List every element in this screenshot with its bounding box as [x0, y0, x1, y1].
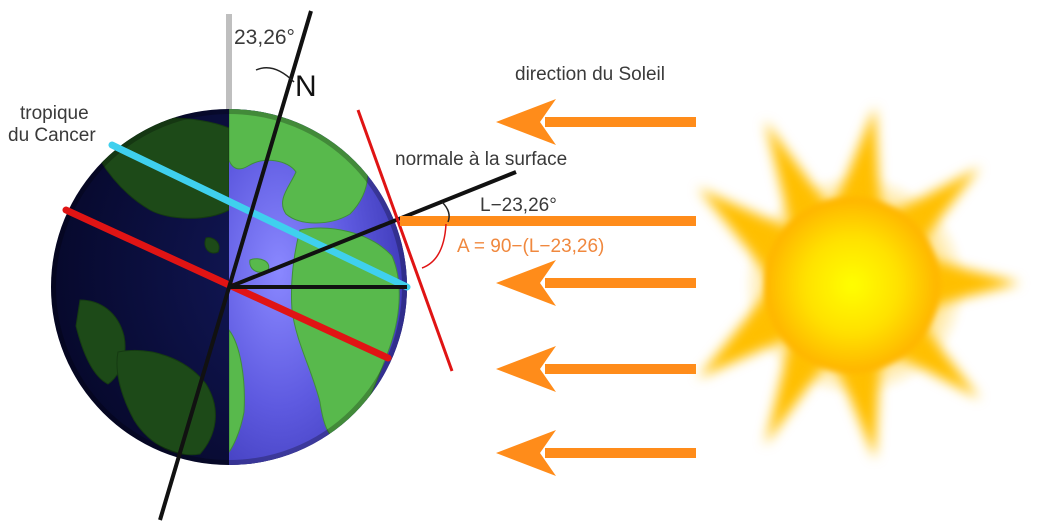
tilt-angle-label: 23,26° — [234, 26, 295, 49]
left-arrow-icon — [496, 430, 696, 476]
equator-line — [62, 206, 392, 362]
left-arrow-icon — [496, 260, 696, 306]
surface-normal-label: normale à la surface — [395, 149, 567, 170]
angle-l-label: L−23,26° — [480, 195, 557, 216]
earth-rotation-axis — [158, 10, 313, 521]
left-arrow-icon — [496, 346, 696, 392]
angle-a-arc — [421, 223, 447, 269]
horizon-tangent-line — [356, 109, 454, 372]
angle-l-arc — [441, 201, 450, 223]
tropic-label-line-1: tropique — [20, 103, 89, 124]
sun-icon — [698, 107, 1020, 459]
tropic-label-line-2: du Cancer — [8, 125, 96, 146]
sun-ray-arrows — [496, 99, 696, 476]
north-label: N — [295, 70, 317, 103]
surface-normal-line — [228, 170, 517, 289]
left-arrow-icon — [496, 99, 696, 145]
tilt-angle-arc — [255, 67, 295, 83]
sun-direction-label: direction du Soleil — [515, 64, 665, 85]
angle-a-label: A = 90−(L−23,26) — [457, 236, 604, 257]
tropic-of-cancer-line — [108, 141, 411, 291]
